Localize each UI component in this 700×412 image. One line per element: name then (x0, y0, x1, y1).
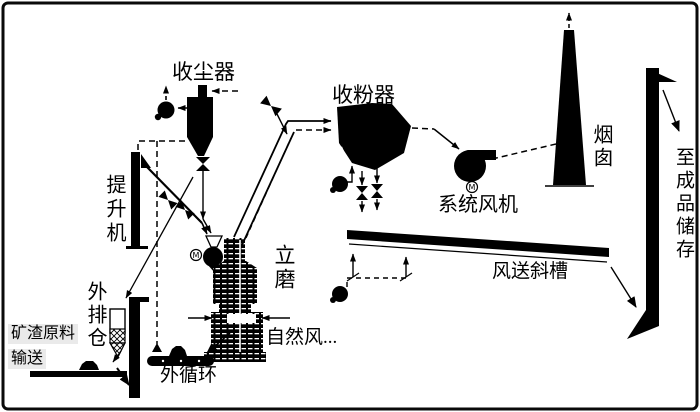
elevator-foot (126, 246, 148, 249)
collector-notch (339, 146, 350, 164)
motor-icon (189, 248, 203, 262)
raw-material-conveyor (30, 361, 130, 386)
label-air-chute: 风送斜槽 (492, 261, 569, 282)
fan-outlet (467, 150, 496, 160)
feeder-hopper (204, 235, 224, 248)
mill-base (204, 352, 266, 362)
belt-dot (161, 359, 165, 363)
purge-fan-tail (330, 187, 336, 193)
fan-volute (454, 150, 486, 182)
label-chimney: 烟囱 (590, 124, 612, 170)
to-discharge-bin-arrow (125, 176, 194, 299)
storage-column (646, 68, 659, 316)
dashed-return-duct (137, 140, 186, 150)
cyclone-inlet-stub (198, 85, 207, 98)
material-pile-icon (169, 346, 187, 356)
chute-bottom-line (348, 243, 608, 263)
mill-mid-section (213, 261, 257, 304)
bin-cone (108, 342, 126, 359)
flap-valve-icon (175, 200, 195, 220)
label-external-discharge-bin: 外排仓 (84, 281, 106, 350)
aeration-tick (399, 272, 413, 282)
aeration-fan-icon (332, 286, 348, 302)
belt-dot (197, 359, 201, 363)
exhaust-fan-icon (157, 101, 175, 119)
storage-top-flag (646, 68, 677, 82)
drop-line-end-triangle (152, 343, 162, 352)
duct-damper-icon (260, 95, 282, 117)
motor-label: M (193, 251, 200, 260)
discharge-diagonal (146, 166, 203, 224)
duct-flow-dashed (245, 137, 292, 239)
air-slide-chute (330, 230, 609, 303)
duct-line-upper (233, 118, 332, 238)
label-system-fan: 系统风机 (438, 194, 518, 216)
discharge-arrow (201, 222, 208, 235)
vertical-mill (188, 238, 290, 362)
air-inlet-band (227, 314, 256, 323)
storage-down-arrow (662, 89, 680, 132)
powder-collector (330, 103, 460, 213)
storage-bottom-foot (627, 310, 659, 339)
bin-discharge-arrow (112, 350, 122, 363)
cyclone-discharge-valve-icon (196, 157, 210, 171)
motor-label: M (469, 183, 476, 192)
external-discharge-bin (108, 308, 126, 363)
damper-arrow (276, 113, 288, 135)
material-pile-icon (79, 361, 99, 370)
external-circulation-belt (147, 346, 214, 366)
label-elevator: 提升机 (103, 174, 125, 246)
outlet-left-valve-icon (356, 186, 368, 200)
outlet-right-valve-icon (371, 184, 383, 198)
mill-reject-arrow (206, 332, 231, 354)
exhaust-fan-tail (154, 113, 162, 121)
product-storage-leg (610, 68, 680, 339)
boot-cap (129, 297, 149, 302)
cyclone-body (187, 97, 213, 156)
conveyor-bar (30, 371, 127, 377)
label-vertical-mill: 立磨 (272, 244, 296, 292)
elevator-discharge-line (146, 166, 208, 235)
collector-outlet-dashed (411, 127, 435, 130)
chimney-body (553, 30, 586, 185)
flap-valve-icon (158, 190, 178, 210)
aeration-dashed-line (346, 277, 406, 287)
purge-fan-arrow (346, 165, 355, 183)
label-raw-material-2: 输送 (8, 349, 47, 370)
bin-hatched (109, 328, 126, 344)
aeration-tick (346, 272, 360, 282)
chute-bar (347, 230, 609, 257)
mill-top-section (224, 238, 245, 264)
belt-dot (179, 359, 183, 363)
boot-shaft (129, 300, 140, 398)
purge-fan-icon (332, 176, 348, 192)
elevator-boot (129, 297, 149, 398)
label-to-product-storage: 至成品储存 (673, 147, 694, 262)
mill-waist (219, 304, 251, 314)
label-powder-collector: 收粉器 (332, 83, 395, 107)
chute-to-storage-arrow (610, 266, 637, 308)
motor-icon (465, 180, 479, 194)
to-fan-arrow (433, 128, 460, 150)
fan-to-chimney-dashed (491, 143, 557, 160)
chimney (545, 12, 594, 187)
elevator-head-chute (141, 154, 151, 168)
duct-to-powder-collector (233, 95, 332, 246)
label-raw-material-1: 矿渣原料 (8, 324, 79, 345)
label-natural-air: 自然风... (266, 327, 338, 348)
label-external-circulation: 外循环 (160, 365, 218, 386)
collector-body (337, 103, 411, 170)
conveyor-discharge-arrow (116, 367, 130, 386)
system-fan: M (454, 143, 557, 194)
dust-collector-cyclone (154, 85, 238, 234)
elevator-shaft (131, 152, 140, 248)
aeration-fan-tail (330, 297, 336, 303)
label-dust-collector: 收尘器 (172, 60, 235, 84)
rotary-feeder-icon (203, 247, 223, 267)
